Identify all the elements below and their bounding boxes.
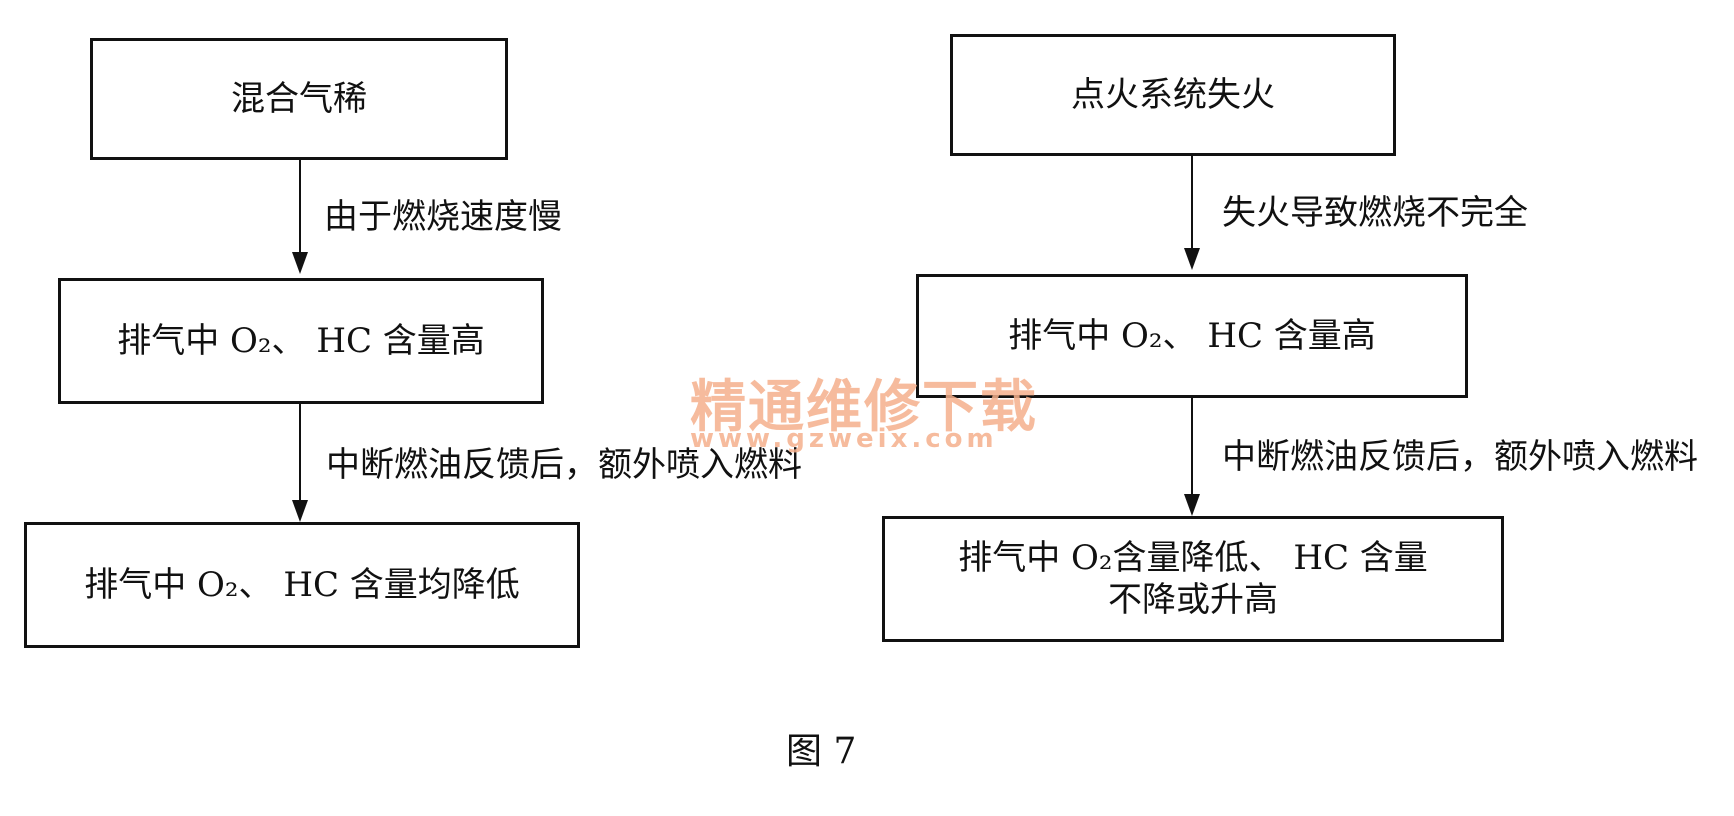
left-box-o2-hc-reduced: 排气中 O₂、 HC 含量均降低	[24, 522, 580, 648]
right-arrow-1-line	[1191, 156, 1193, 248]
left-arrow-2-head	[292, 500, 308, 522]
right-edge-label-1: 失火导致燃烧不完全	[1222, 193, 1528, 233]
right-box-o2-hc-high: 排气中 O₂、 HC 含量高	[916, 274, 1468, 398]
left-box2-text: 排气中 O₂、 HC 含量高	[117, 320, 485, 361]
right-box3-line1: 排气中 O₂含量降低、 HC 含量	[958, 537, 1428, 578]
left-box1-text: 混合气稀	[231, 78, 367, 119]
right-arrow-1-head	[1184, 248, 1200, 270]
watermark-title: 精通维修下载	[690, 375, 1038, 440]
right-arrow-2-line	[1191, 398, 1193, 494]
left-arrow-2-line	[299, 404, 301, 500]
left-edge-label-2: 中断燃油反馈后，额外喷入燃料	[326, 445, 802, 485]
right-box3-line2: 不降或升高	[1108, 580, 1278, 620]
right-arrow-2-head	[1184, 494, 1200, 516]
left-arrow-1-line	[299, 160, 301, 252]
right-box-o2-down-hc-up: 排气中 O₂含量降低、 HC 含量 不降或升高	[882, 516, 1504, 642]
left-box-o2-hc-high: 排气中 O₂、 HC 含量高	[58, 278, 544, 404]
right-edge-label-2: 中断燃油反馈后，额外喷入燃料	[1222, 437, 1698, 477]
left-arrow-1-head	[292, 252, 308, 274]
right-box3-text: 排气中 O₂含量降低、 HC 含量 不降或升高	[958, 537, 1428, 622]
right-box1-text: 点火系统失火	[1071, 74, 1275, 115]
figure-caption: 图 7	[786, 731, 857, 772]
right-box-ignition-misfire: 点火系统失火	[950, 34, 1396, 156]
left-box3-text: 排气中 O₂、 HC 含量均降低	[84, 564, 520, 605]
watermark-url: www.gzweix.com	[690, 424, 998, 454]
left-box-lean-mixture: 混合气稀	[90, 38, 508, 160]
left-edge-label-1: 由于燃烧速度慢	[324, 197, 562, 237]
right-box2-text: 排气中 O₂、 HC 含量高	[1008, 315, 1376, 356]
